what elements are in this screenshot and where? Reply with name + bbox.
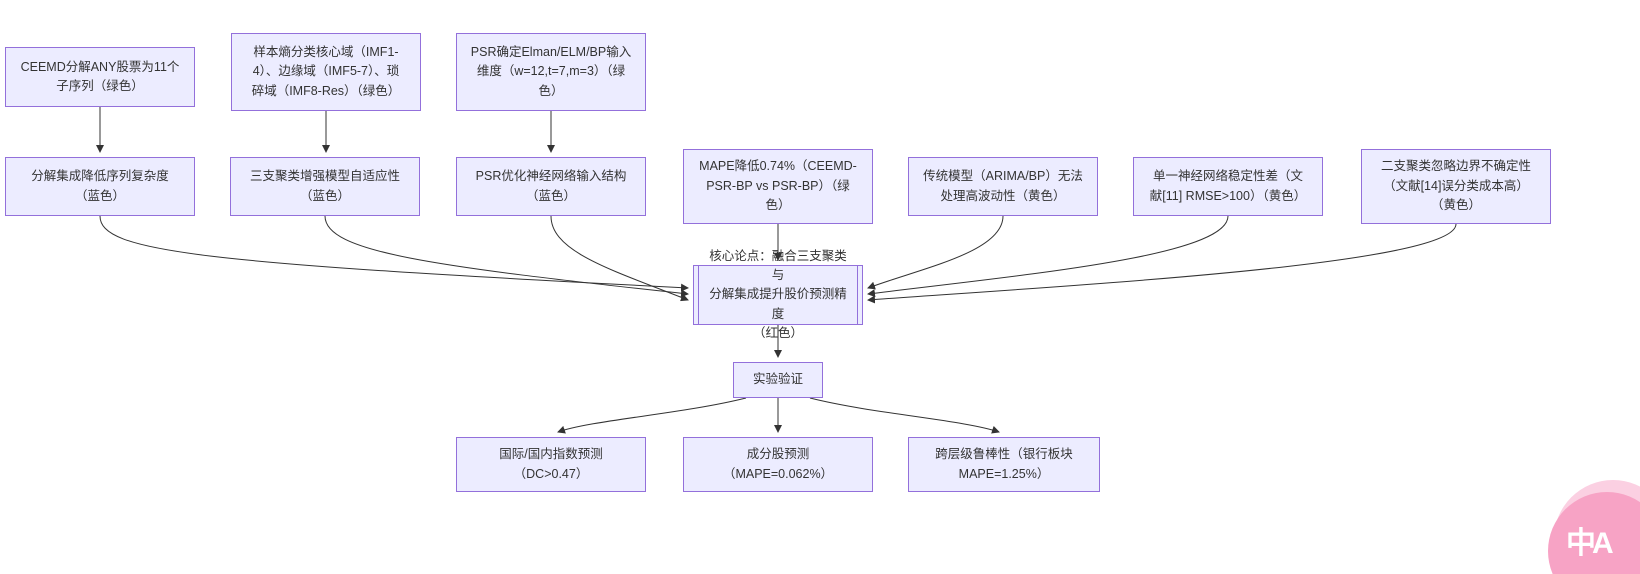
node-decomposition-reduces-complexity: 分解集成降低序列复杂度 （蓝色） (5, 157, 195, 216)
node-single-nn-instability: 单一神经网络稳定性差（文 献[11] RMSE>100）（黄色） (1133, 157, 1323, 216)
node-sample-entropy-domains: 样本熵分类核心域（IMF1- 4）、边缘域（IMF5-7）、琐 碎域（IMF8-… (231, 33, 421, 111)
node-core-thesis: 核心论点：融合三支聚类与 分解集成提升股价预测精度 （红色） (693, 249, 863, 340)
node-label: PSR确定Elman/ELM/BP输入 维度（w=12,t=7,m=3）（绿 色… (470, 44, 632, 98)
node-label: 二支聚类忽略边界不确定性 （文献[14]误分类成本高） （黄色） (1380, 159, 1531, 213)
translate-icon: 中A (1566, 527, 1614, 560)
node-label: 跨层级鲁棒性（银行板块 MAPE=1.25%） (935, 447, 1073, 481)
node-label: 传统模型（ARIMA/BP）无法 处理高波动性（黄色） (923, 169, 1083, 203)
node-label: 国际/国内指数预测 （DC>0.47） (499, 447, 603, 481)
edge (867, 215, 1004, 290)
node-mape-reduction: MAPE降低0.74%（CEEMD- PSR-BP vs PSR-BP）（绿 色… (683, 149, 873, 224)
node-label: 单一神经网络稳定性差（文 献[11] RMSE>100）（黄色） (1149, 169, 1307, 203)
node-label: PSR优化神经网络输入结构 （蓝色） (475, 169, 627, 203)
translate-button[interactable]: 中A (1548, 492, 1640, 574)
node-label: 分解集成降低序列复杂度 （蓝色） (31, 169, 169, 203)
node-label: MAPE降低0.74%（CEEMD- PSR-BP vs PSR-BP）（绿 色… (699, 159, 857, 213)
node-ceemd-decomposition: CEEMD分解ANY股票为11个 子序列（绿色） (5, 47, 195, 107)
node-label: 实验验证 (752, 372, 803, 387)
node-psr-input-dimension: PSR确定Elman/ELM/BP输入 维度（w=12,t=7,m=3）（绿 色… (456, 33, 646, 111)
edge (809, 397, 1000, 434)
node-label: CEEMD分解ANY股票为11个 子序列（绿色） (20, 59, 180, 93)
node-constituent-stock-prediction: 成分股预测 （MAPE=0.062%） (683, 437, 873, 492)
node-three-way-clustering-adaptivity: 三支聚类增强模型自适应性 （蓝色） (230, 157, 420, 216)
node-label: 成分股预测 （MAPE=0.062%） (722, 447, 834, 481)
node-experimental-validation: 实验验证 (733, 362, 823, 398)
node-cross-level-robustness: 跨层级鲁棒性（银行板块 MAPE=1.25%） (908, 437, 1100, 492)
node-traditional-model-limitation: 传统模型（ARIMA/BP）无法 处理高波动性（黄色） (908, 157, 1098, 216)
edge (550, 215, 689, 302)
edge (99, 215, 689, 292)
node-index-prediction: 国际/国内指数预测 （DC>0.47） (456, 437, 646, 492)
node-two-way-clustering-limitation: 二支聚类忽略边界不确定性 （文献[14]误分类成本高） （黄色） (1361, 149, 1551, 224)
edge (557, 397, 747, 434)
edge (324, 215, 689, 298)
node-label: 核心论点：融合三支聚类与 分解集成提升股价预测精度 （红色） (709, 248, 847, 341)
node-label: 三支聚类增强模型自适应性 （蓝色） (249, 169, 400, 203)
edge (867, 215, 1229, 298)
edge (867, 223, 1457, 304)
node-psr-optimizes-input-structure: PSR优化神经网络输入结构 （蓝色） (456, 157, 646, 216)
node-label: 样本熵分类核心域（IMF1- 4）、边缘域（IMF5-7）、琐 碎域（IMF8-… (251, 44, 401, 98)
